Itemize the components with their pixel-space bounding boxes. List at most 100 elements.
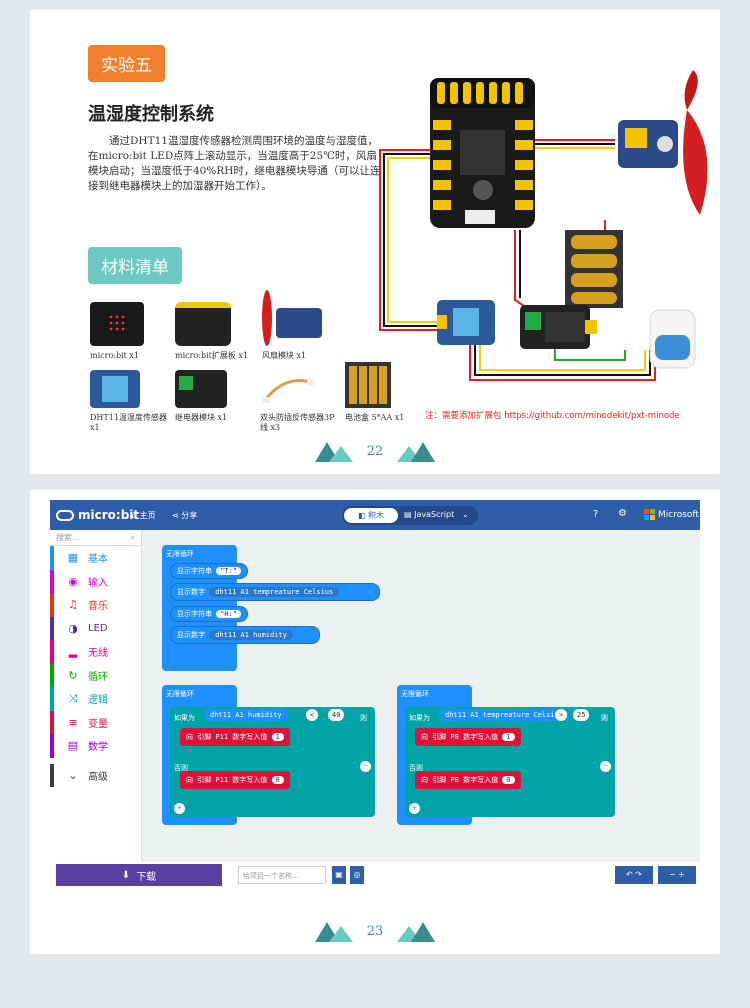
fan-module-image bbox=[262, 290, 322, 346]
material-microbit: micro:bit x1 bbox=[90, 302, 170, 361]
if-else-block-1[interactable]: 如果为 dht11 A1 humidity < 40 则 否则 − + bbox=[170, 707, 375, 817]
manual-page-23: micro:bit ⌂ 主页 ⋖ 分享 ◧ 积木 ▤ JavaScript ⌄ … bbox=[30, 490, 720, 954]
microsoft-icon bbox=[644, 509, 655, 520]
material-label: micro:bit x1 bbox=[90, 351, 139, 360]
microbit-image bbox=[90, 302, 144, 346]
digital-write-block-2[interactable]: 向 引脚 P11 数字写入值 0 bbox=[180, 771, 290, 789]
relay-terminal bbox=[179, 376, 193, 390]
zoom-out-icon: − bbox=[669, 870, 676, 879]
chevron-down-icon[interactable]: ⌄ bbox=[462, 510, 469, 519]
project-name-input[interactable]: 给项目一个名称... bbox=[238, 866, 326, 884]
calculator-icon: ▤ bbox=[67, 739, 79, 753]
bottom-bar: ⬇下载 给项目一个名称... ▣ ◎ ↶ ↷ − + bbox=[50, 862, 700, 890]
grid-icon: ▦ bbox=[67, 551, 79, 565]
download-button[interactable]: ⬇下载 bbox=[56, 864, 222, 886]
tab-javascript[interactable]: ▤ JavaScript bbox=[404, 510, 455, 519]
target-icon: ◉ bbox=[68, 574, 78, 588]
remove-else-icon[interactable]: − bbox=[360, 761, 371, 772]
add-condition-icon[interactable]: + bbox=[174, 803, 185, 814]
add-condition-icon[interactable]: + bbox=[409, 803, 420, 814]
manual-page-22: 实验五 温湿度控制系统 通过DHT11温湿度传感器检测周围环境的温度与湿度值，在… bbox=[30, 10, 720, 474]
category-math[interactable]: ▤数学 bbox=[50, 734, 141, 758]
show-number-block-1[interactable]: 显示数字 dht11 A1 tempreature Celsius bbox=[170, 583, 380, 601]
blocks-icon: ◧ bbox=[357, 511, 369, 520]
page-number: 22 bbox=[366, 444, 384, 459]
microbit-logo-icon bbox=[56, 509, 74, 521]
save-icon[interactable]: ▣ bbox=[332, 866, 346, 884]
category-led[interactable]: ◑LED bbox=[50, 616, 141, 640]
undo-redo-buttons[interactable]: ↶ ↷ bbox=[615, 866, 653, 884]
category-input[interactable]: ◉输入 bbox=[50, 569, 141, 593]
makecode-header: micro:bit ⌂ 主页 ⋖ 分享 ◧ 积木 ▤ JavaScript ⌄ … bbox=[50, 500, 700, 530]
battery-box-image bbox=[345, 362, 391, 408]
editor-toggle: ◧ 积木 ▤ JavaScript ⌄ bbox=[342, 506, 478, 525]
search-input[interactable]: 搜索...⌕ bbox=[50, 530, 141, 546]
gear-icon[interactable]: ⚙ bbox=[618, 508, 627, 519]
redo-icon: ↷ bbox=[635, 870, 642, 879]
refresh-icon: ↻ bbox=[68, 668, 78, 682]
expansion-board-image bbox=[175, 302, 231, 346]
dht11-image bbox=[90, 370, 140, 408]
shuffle-icon: ⤨ bbox=[68, 691, 78, 705]
extension-note: 注：需要添加扩展包 https://github.com/minodekit/p… bbox=[425, 411, 680, 421]
github-icon[interactable]: ◎ bbox=[350, 866, 364, 884]
share-button[interactable]: ⋖ 分享 bbox=[172, 511, 198, 520]
page-number-22: 22 bbox=[315, 440, 435, 464]
relay-image bbox=[175, 370, 227, 408]
download-icon: ⬇ bbox=[121, 869, 131, 881]
fan-board bbox=[276, 308, 322, 338]
list-icon: ≡ bbox=[68, 715, 78, 729]
show-string-block-2[interactable]: 显示字符串 "H:" bbox=[170, 606, 249, 622]
show-string-block-1[interactable]: 显示字符串 "T:" bbox=[170, 563, 249, 579]
headphones-icon: ♫ bbox=[68, 598, 78, 612]
show-number-block-2[interactable]: 显示数字 dht11 A1 humidity bbox=[170, 626, 320, 644]
chevron-down-icon: ⌄ bbox=[68, 768, 78, 782]
fan-blade bbox=[262, 290, 272, 346]
category-list: ▦基本 ◉输入 ♫音乐 ◑LED ▂无线 ↻循环 ⤨逻辑 ≡变量 ▤数学 ⌄高级 bbox=[50, 546, 141, 787]
dht11-sensor bbox=[102, 376, 128, 402]
page-number-23: 23 bbox=[315, 920, 435, 944]
experiment-description: 通过DHT11温湿度传感器检测周围环境的温度与湿度值，在micro:bit LE… bbox=[88, 135, 381, 192]
toggle-icon: ◑ bbox=[68, 621, 78, 635]
js-icon: ▤ bbox=[404, 510, 415, 519]
material-label: 双头防插反传感器3P线 x3 bbox=[260, 413, 335, 432]
experiment-tag: 实验五 bbox=[88, 45, 165, 82]
cable-image bbox=[260, 370, 320, 408]
digital-write-block-4[interactable]: 向 引脚 P8 数字写入值 0 bbox=[415, 771, 521, 789]
category-loops[interactable]: ↻循环 bbox=[50, 663, 141, 687]
home-icon: ⌂ bbox=[132, 511, 140, 520]
page-number: 23 bbox=[366, 924, 384, 939]
zoom-in-icon: + bbox=[678, 870, 685, 879]
help-icon[interactable]: ? bbox=[593, 509, 599, 520]
material-label: micro:bit扩展板 x1 bbox=[175, 351, 248, 360]
digital-write-block-3[interactable]: 向 引脚 P8 数字写入值 1 bbox=[415, 728, 521, 746]
category-advanced[interactable]: ⌄高级 bbox=[50, 763, 141, 787]
material-fan: 风扇模块 x1 bbox=[262, 290, 332, 361]
category-music[interactable]: ♫音乐 bbox=[50, 593, 141, 617]
material-relay: 继电器模块 x1 bbox=[175, 370, 255, 423]
remove-else-icon[interactable]: − bbox=[600, 761, 611, 772]
materials-tag: 材料清单 bbox=[88, 247, 182, 284]
material-cable: 双头防插反传感器3P线 x3 bbox=[260, 370, 340, 433]
material-label: 电池盒 5*AA x1 bbox=[345, 413, 405, 422]
category-radio[interactable]: ▂无线 bbox=[50, 640, 141, 664]
material-expansion-board: micro:bit扩展板 x1 bbox=[175, 302, 260, 361]
category-logic[interactable]: ⤨逻辑 bbox=[50, 687, 141, 711]
microbit-logo[interactable]: micro:bit bbox=[56, 508, 139, 522]
page-title: 温湿度控制系统 bbox=[88, 104, 214, 125]
batteries bbox=[349, 366, 387, 404]
digital-write-block-1[interactable]: 向 引脚 P11 数字写入值 1 bbox=[180, 728, 290, 746]
undo-icon: ↶ bbox=[626, 870, 633, 879]
page-ornament bbox=[315, 442, 435, 462]
page-ornament bbox=[315, 922, 435, 942]
zoom-buttons[interactable]: − + bbox=[658, 866, 696, 884]
tab-blocks[interactable]: ◧ 积木 bbox=[344, 508, 398, 523]
if-else-block-2[interactable]: 如果为 dht11 A1 tempreature Celsius > 25 则 … bbox=[405, 707, 615, 817]
block-workspace[interactable]: 无限循环 显示字符串 "T:" 显示数字 dht11 A1 tempreatur… bbox=[142, 530, 700, 862]
category-basic[interactable]: ▦基本 bbox=[50, 546, 141, 570]
category-variables[interactable]: ≡变量 bbox=[50, 710, 141, 734]
microsoft-logo[interactable]: Microsoft bbox=[644, 509, 699, 520]
wiring-diagram bbox=[379, 70, 708, 381]
home-button[interactable]: ⌂ 主页 bbox=[132, 511, 156, 520]
signal-icon: ▂ bbox=[68, 645, 78, 659]
